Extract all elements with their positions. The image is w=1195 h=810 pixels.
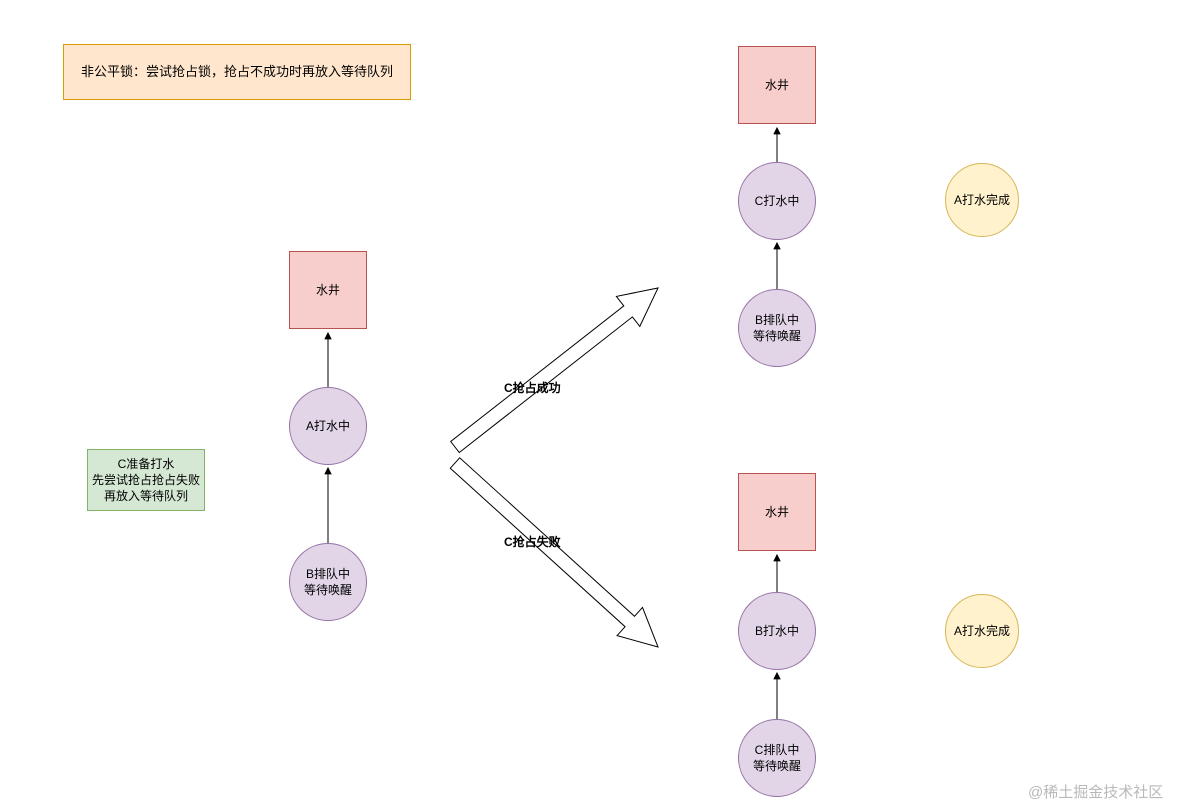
big-arrow-fail: [449, 457, 659, 648]
well-success: 水井: [738, 46, 816, 124]
block-arrows: [449, 287, 659, 648]
person-c-queued-fail: C排队中 等待唤醒: [738, 719, 816, 797]
label-seize-fail: C抢占失败: [504, 535, 561, 549]
person-b-drawing-fail: B打水中: [738, 592, 816, 670]
person-a-done-success: A打水完成: [945, 163, 1019, 237]
lock-description-note: 非公平锁：尝试抢占锁，抢占不成功时再放入等待队列: [63, 44, 411, 100]
label-seize-success: C抢占成功: [504, 381, 561, 395]
big-arrow-success: [449, 287, 659, 454]
well-fail: 水井: [738, 473, 816, 551]
person-a-drawing-left: A打水中: [289, 387, 367, 465]
person-b-queued-left: B排队中 等待唤醒: [289, 543, 367, 621]
person-b-queued-success: B排队中 等待唤醒: [738, 289, 816, 367]
watermark: @稀土掘金技术社区: [1028, 784, 1164, 801]
well-left: 水井: [289, 251, 367, 329]
person-c-drawing-success: C打水中: [738, 162, 816, 240]
thin-edges: [324, 126, 781, 720]
person-a-done-fail: A打水完成: [945, 594, 1019, 668]
c-attempt-note: C准备打水 先尝试抢占抢占失败 再放入等待队列: [87, 449, 205, 511]
